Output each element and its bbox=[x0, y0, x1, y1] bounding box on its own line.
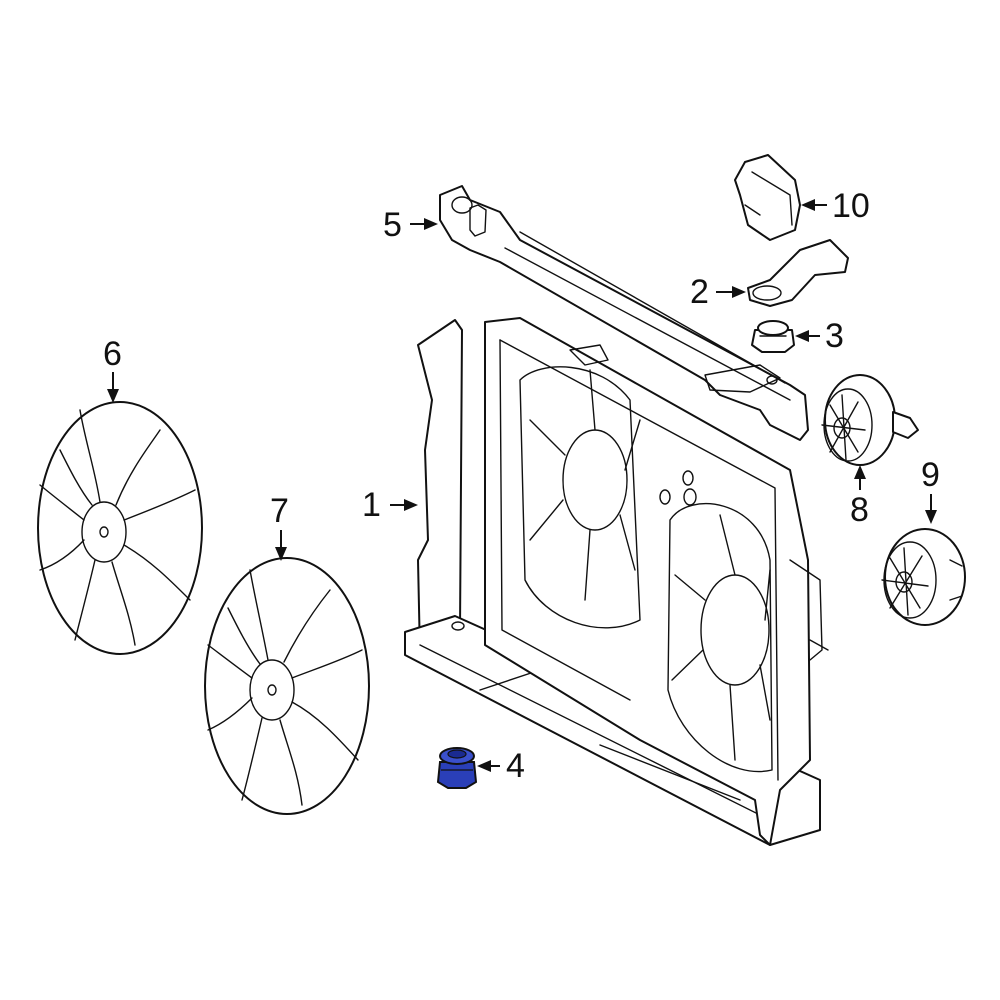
fan-motor-upper-part[interactable] bbox=[821, 374, 919, 466]
grommet-highlighted-part[interactable] bbox=[436, 747, 478, 789]
svg-text:7: 7 bbox=[270, 492, 289, 530]
callout-5: 5 bbox=[383, 206, 438, 244]
callout-3: 3 bbox=[795, 317, 844, 355]
bracket-part[interactable] bbox=[747, 239, 849, 307]
svg-text:3: 3 bbox=[825, 317, 844, 355]
svg-text:2: 2 bbox=[690, 273, 709, 311]
control-module-part[interactable] bbox=[734, 154, 801, 241]
callout-9: 9 bbox=[921, 456, 940, 524]
callout-2: 2 bbox=[690, 273, 746, 311]
fan-shroud-part[interactable] bbox=[404, 317, 829, 846]
callout-6: 6 bbox=[103, 335, 122, 403]
callout-10: 10 bbox=[801, 187, 870, 225]
callout-4: 4 bbox=[477, 747, 525, 785]
grommet-part[interactable] bbox=[751, 320, 795, 353]
svg-text:6: 6 bbox=[103, 335, 122, 373]
callout-8: 8 bbox=[850, 465, 869, 529]
svg-text:10: 10 bbox=[832, 187, 870, 225]
fan-blade-left-part[interactable] bbox=[37, 401, 203, 655]
callout-1: 1 bbox=[362, 486, 418, 524]
fan-motor-lower-part[interactable] bbox=[881, 528, 966, 626]
callouts: 1 2 3 4 5 6 bbox=[103, 187, 940, 785]
svg-text:4: 4 bbox=[506, 747, 525, 785]
upper-support-bar-part[interactable] bbox=[439, 185, 809, 441]
svg-text:9: 9 bbox=[921, 456, 940, 494]
fan-blade-right-part[interactable] bbox=[204, 557, 370, 815]
svg-text:5: 5 bbox=[383, 206, 402, 244]
svg-text:1: 1 bbox=[362, 486, 381, 524]
svg-text:8: 8 bbox=[850, 491, 869, 529]
callout-7: 7 bbox=[270, 492, 289, 561]
